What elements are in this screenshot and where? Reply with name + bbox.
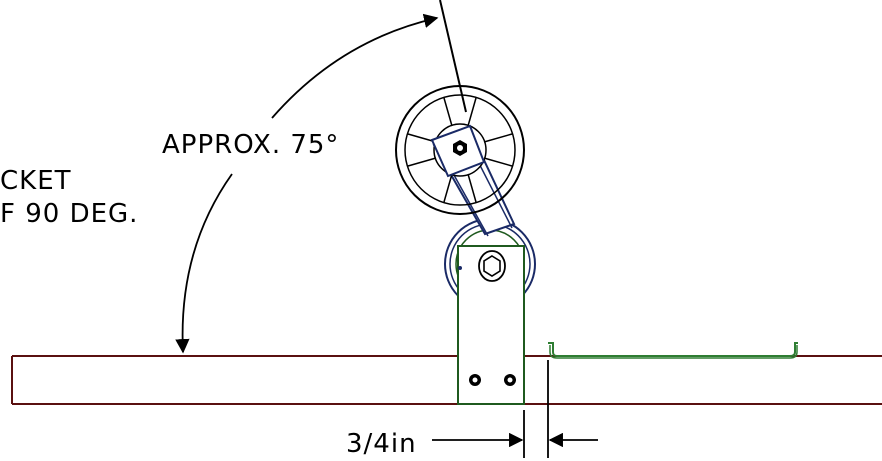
- base-rail: [11, 355, 882, 405]
- note-line-1: CKET: [0, 166, 72, 196]
- note-line-2: F 90 DEG.: [0, 199, 138, 229]
- gap-label: 3/4in: [346, 429, 417, 459]
- angle-dimension: [175, 0, 467, 354]
- upper-wheel: [395, 85, 525, 215]
- mounting-bracket: [457, 245, 525, 405]
- angle-label: APPROX. 75°: [162, 130, 339, 160]
- gap-dimension: [432, 360, 598, 458]
- tray: [548, 342, 798, 359]
